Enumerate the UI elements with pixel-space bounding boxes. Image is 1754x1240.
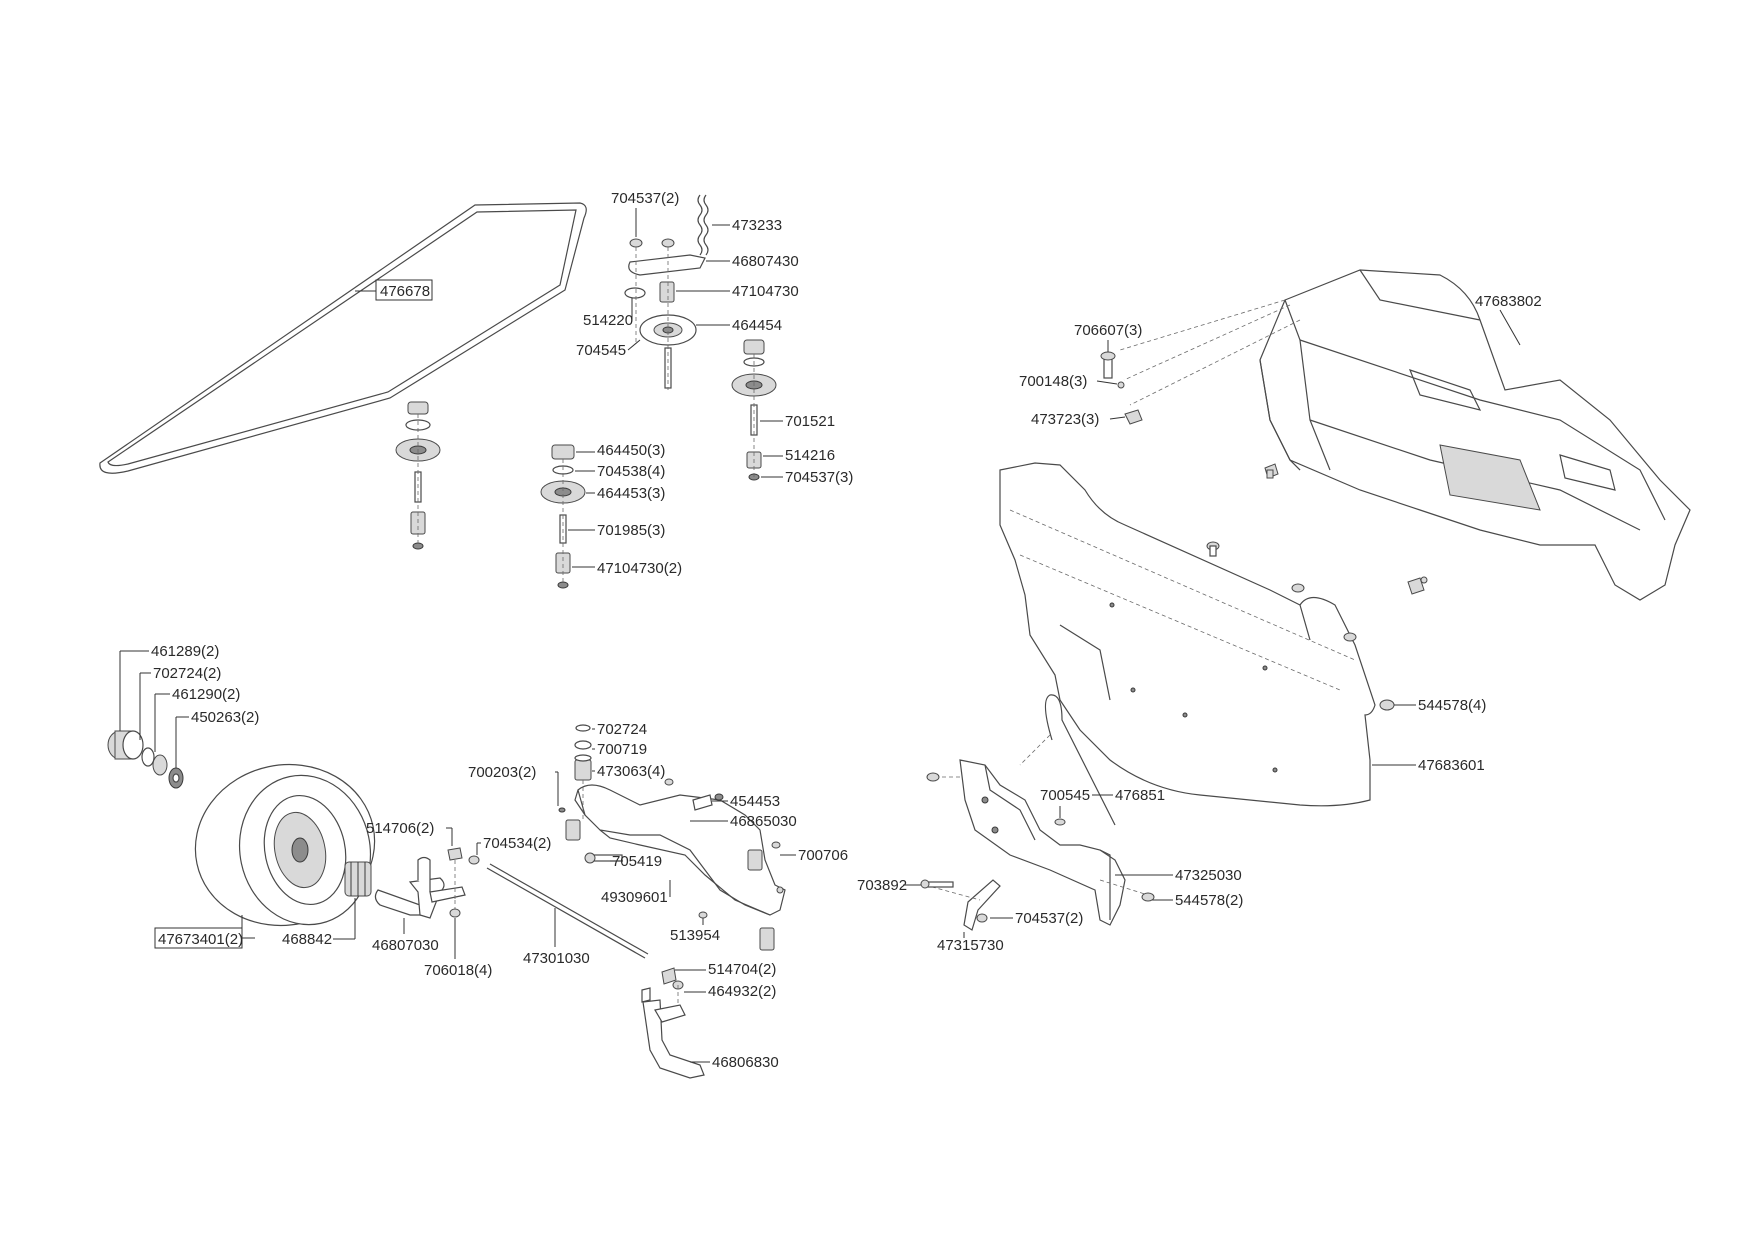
label-bolt-axle: 705419 (612, 853, 662, 870)
label-screw-plate: 544578(4) (1418, 697, 1486, 714)
label-wheel: 47673401(2) (158, 931, 243, 948)
belt-label-box (375, 279, 433, 301)
wheel (194, 763, 376, 927)
label-nut-small: 706018(4) (424, 962, 492, 979)
label-bolt-bracket: 700545 (1040, 787, 1090, 804)
hub-parts (107, 730, 184, 789)
label-snap-ring: 702724(2) (153, 665, 221, 682)
label-bolt-top: 704545 (576, 342, 626, 359)
pulley-stack-middle (540, 444, 586, 589)
label-pulley-bolt: 701521 (785, 413, 835, 430)
belt-label: 476678 (380, 283, 430, 300)
label-pin-axle: 700203(2) (468, 764, 536, 781)
shroud-fasteners (1100, 351, 1428, 595)
label-washer-shroud: 700148(3) (1019, 373, 1087, 390)
label-pulley-mid: 464453(3) (597, 485, 665, 502)
deck-plate (999, 462, 1395, 807)
label-clip-shroud: 473723(3) (1031, 411, 1099, 428)
label-grease-right: 514704(2) (708, 961, 776, 978)
bracket (935, 759, 1149, 926)
label-link: 47315730 (937, 937, 1004, 954)
label-fitting: 513954 (670, 927, 720, 944)
label-washer-top: 514220 (583, 312, 633, 329)
label-spacer-top: 47104730 (732, 283, 799, 300)
label-bearing: 461290(2) (172, 686, 240, 703)
rod (1019, 694, 1116, 826)
label-deck-plate: 47683601 (1418, 757, 1485, 774)
shroud (1119, 269, 1691, 601)
pulley-stack-right (731, 339, 777, 481)
label-spacer-mid: 47104730(2) (597, 560, 682, 577)
label-screw-shroud: 706607(3) (1074, 322, 1142, 339)
label-rod: 476851 (1115, 787, 1165, 804)
label-nut-spindle: 704534(2) (483, 835, 551, 852)
label-nut-right-spindle: 464932(2) (708, 983, 776, 1000)
label-spindle-right: 46806830 (712, 1054, 779, 1071)
label-bolt-link: 703892 (857, 877, 907, 894)
label-shroud: 47683802 (1475, 293, 1542, 310)
label-idler-pulley: 464454 (732, 317, 782, 334)
label-grease-left: 514706(2) (366, 820, 434, 837)
label-spacer-right: 514216 (785, 447, 835, 464)
axle (558, 724, 786, 951)
label-clip-axle: 702724 (597, 721, 647, 738)
tie-rod (486, 863, 649, 959)
label-idler-arm: 46807430 (732, 253, 799, 270)
label-pulley-cover: 464450(3) (597, 442, 665, 459)
pulley-stack-left (395, 401, 441, 550)
spindle-left (374, 847, 480, 919)
label-bushing-axle: 473063(4) (597, 763, 665, 780)
label-spindle-left: 46807030 (372, 937, 439, 954)
label-hub-washer: 450263(2) (191, 709, 259, 726)
label-bolt-mid: 701985(3) (597, 522, 665, 539)
label-bracket: 47325030 (1175, 867, 1242, 884)
label-spring: 473233 (732, 217, 782, 234)
label-nut-right: 704537(3) (785, 469, 853, 486)
belt (99, 202, 587, 474)
label-washer-axle: 700719 (597, 741, 647, 758)
label-bushing-wheel: 468842 (282, 931, 332, 948)
label-washer-mid: 704538(4) (597, 463, 665, 480)
tensioner-assembly (624, 194, 709, 390)
label-nut-axle: 700706 (798, 847, 848, 864)
label-screw-bracket: 544578(2) (1175, 892, 1243, 909)
label-nut-link: 704537(2) (1015, 910, 1083, 927)
label-spring-nut: 704537(2) (611, 190, 679, 207)
label-tie-rod: 47301030 (523, 950, 590, 967)
label-seal: 461289(2) (151, 643, 219, 660)
label-axle-arm: 46865030 (730, 813, 797, 830)
label-axle: 49309601 (601, 889, 668, 906)
label-bushing-pivot: 454453 (730, 793, 780, 810)
spindle-right (641, 967, 705, 1079)
